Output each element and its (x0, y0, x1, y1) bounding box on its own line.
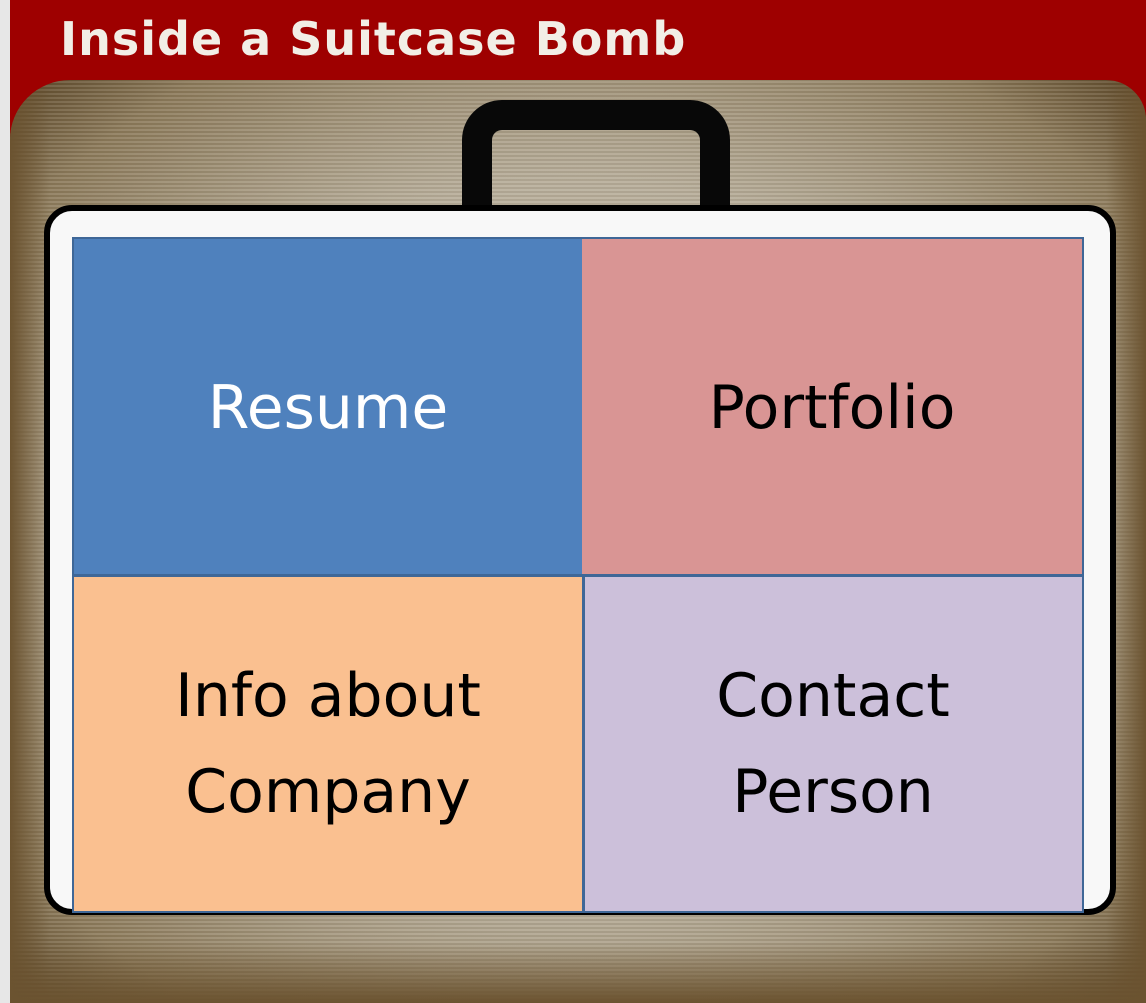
grid-divider-horizontal (74, 574, 1082, 577)
cell-info-label-line1: Info about (175, 660, 481, 731)
cell-portfolio-label: Portfolio (708, 372, 956, 443)
cell-portfolio: Portfolio (582, 239, 1082, 576)
cell-contact-label-line2: Person (732, 756, 934, 827)
left-edge-strip (0, 0, 10, 1003)
cell-resume: Resume (74, 239, 582, 576)
photo-vignette-bottom (10, 943, 1146, 1003)
grid-divider-vertical (582, 576, 585, 911)
slide-title: Inside a Suitcase Bomb (60, 12, 687, 66)
suitcase-handle-icon (462, 100, 730, 230)
cell-contact-person: Contact Person (584, 576, 1082, 911)
cell-info-about-company: Info about Company (74, 576, 582, 911)
cell-contact-label-line1: Contact (716, 660, 950, 731)
cell-info-label-line2: Company (185, 756, 471, 827)
photo-vignette-left (10, 80, 50, 1003)
cell-resume-label: Resume (207, 372, 449, 443)
content-grid (72, 237, 1084, 913)
